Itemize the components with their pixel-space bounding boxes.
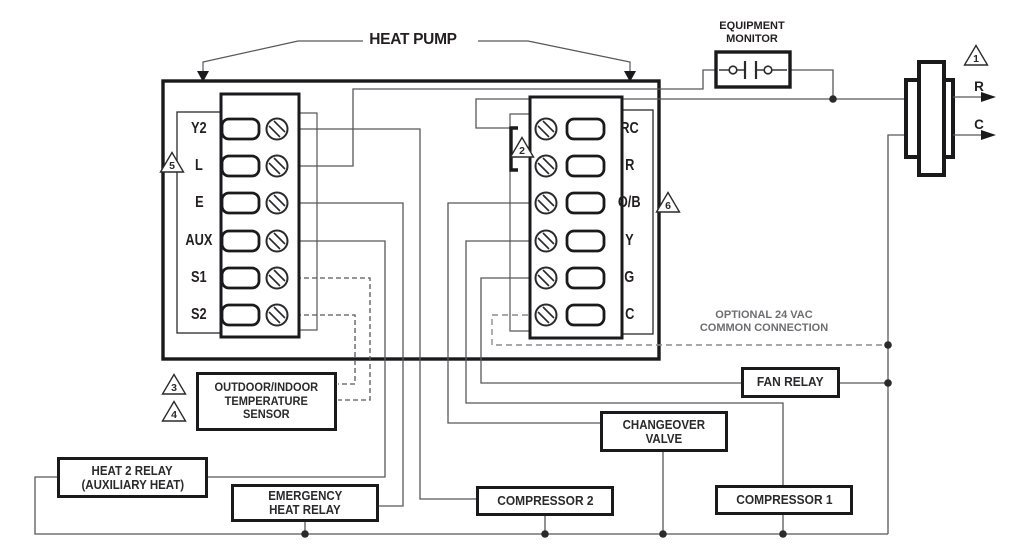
output-arrows	[953, 96, 981, 136]
wire-s2-to-sensor	[288, 314, 356, 385]
screw-icon	[534, 266, 558, 290]
outdoor-indoor-temperature-sensor-box: OUTDOOR/INDOOR TEMPERATURE SENSOR	[196, 372, 337, 431]
equipment-monitor	[714, 50, 792, 89]
wire-l-to-equipment-monitor	[288, 69, 718, 167]
wire-rc-to-transformer-r	[475, 98, 906, 129]
wire-ob-to-changeover-valve	[447, 202, 602, 424]
compressor2-box: COMPRESSOR 2	[476, 486, 614, 516]
screw-icon	[534, 154, 558, 178]
callout-triangle-1: 1	[963, 44, 989, 66]
callout-triangle-4: 4	[161, 400, 187, 422]
callout-number: 4	[171, 409, 177, 421]
sensor-dashed-wires	[288, 277, 371, 401]
callout-number: 2	[519, 145, 525, 157]
terminal-label-g: G	[624, 269, 635, 286]
junction-dots	[301, 95, 892, 538]
callout-triangle-6: 6	[655, 191, 681, 213]
compressor1-box: COMPRESSOR 1	[715, 485, 853, 515]
wire-bottom-common-bus	[34, 476, 888, 535]
right-terminal-slots	[565, 117, 606, 327]
callout-triangle-3: 3	[161, 373, 187, 395]
output-c-label: C	[974, 117, 984, 132]
rc-r-jumper-bracket	[509, 126, 518, 172]
terminal-label-s2: S2	[191, 306, 207, 323]
screw-icon	[265, 117, 289, 141]
optional-24vac-note: OPTIONAL 24 VAC COMMON CONNECTION	[668, 309, 860, 335]
terminal-label-y: Y	[625, 232, 634, 249]
callout-triangle-2: 2	[509, 136, 535, 158]
callout-number: 1	[973, 53, 979, 65]
equipment-monitor-label-line2: MONITOR	[726, 32, 778, 45]
wire-optional-24vac-common	[491, 314, 888, 346]
emergency-heat-relay-box: EMERGENCY HEAT RELAY	[231, 484, 379, 522]
leader-arrow-right-icon	[624, 71, 636, 82]
equipment-monitor-label-line1: EQUIPMENT	[719, 20, 785, 32]
c-arrow-icon	[981, 130, 996, 140]
equipment-monitor-label: EQUIPMENT MONITOR	[697, 20, 807, 45]
left-terminal-block	[176, 92, 318, 339]
callout-triangle-5: 5	[159, 151, 185, 173]
terminal-label-c: C	[624, 306, 635, 323]
screw-icon	[534, 229, 558, 253]
right-block-thin-outline	[509, 113, 530, 332]
left-terminal-slots	[220, 117, 261, 327]
heat-pump-enclosure-box	[161, 79, 661, 361]
contact-switch-icon	[719, 61, 787, 79]
callout-number: 6	[665, 200, 671, 212]
wire-y-to-compressor1	[465, 240, 784, 488]
callout-number: 5	[169, 160, 175, 172]
fan-relay-box: FAN RELAY	[741, 367, 840, 398]
screw-icon	[265, 266, 289, 290]
wire-e-to-emergency-relay	[288, 202, 404, 507]
wire-y2-to-compressor2	[288, 128, 478, 500]
optional-note-line2: COMMON CONNECTION	[699, 322, 829, 335]
terminal-label-rc: RC	[620, 120, 639, 137]
terminal-label-aux: AUX	[185, 232, 213, 249]
wire-equipment-monitor-to-r	[788, 69, 834, 99]
leader-arrow-left-icon	[197, 71, 209, 82]
right-terminal-screws	[534, 117, 558, 327]
r-arrow-icon	[981, 92, 996, 102]
left-terminal-label-box	[176, 111, 222, 334]
left-block-thin-outline	[299, 112, 318, 331]
terminal-label-ob: O/B	[618, 194, 641, 211]
terminal-label-r: R	[624, 157, 635, 174]
terminal-label-e: E	[194, 194, 204, 211]
changeover-valve-box: CHANGEOVER VALVE	[600, 411, 728, 452]
screw-icon	[265, 229, 289, 253]
screw-icon	[534, 191, 558, 215]
optional-note-line1: OPTIONAL 24 VAC	[715, 309, 813, 321]
screw-icon	[265, 191, 289, 215]
screw-icon	[265, 303, 289, 327]
transformer-icon	[904, 60, 955, 177]
wire-c-bus-vertical	[887, 134, 906, 534]
heat2-relay-box: HEAT 2 RELAY (AUXILIARY HEAT)	[57, 457, 208, 498]
output-r-label: R	[974, 79, 984, 94]
wire-aux-to-heat2-relay	[205, 240, 386, 478]
terminal-label-l: L	[195, 157, 203, 174]
heat-pump-leader-lines	[202, 40, 631, 72]
terminal-label-s1: S1	[191, 269, 207, 286]
left-terminal-screws	[265, 117, 289, 327]
screw-icon	[534, 117, 558, 141]
screw-icon	[265, 154, 289, 178]
right-terminal-block	[509, 95, 654, 340]
wire-s1-to-sensor	[288, 277, 371, 401]
callout-number: 3	[171, 382, 177, 394]
screw-icon	[534, 303, 558, 327]
heat-pump-title: HEAT PUMP	[369, 31, 457, 48]
terminal-label-y2: Y2	[191, 120, 207, 137]
